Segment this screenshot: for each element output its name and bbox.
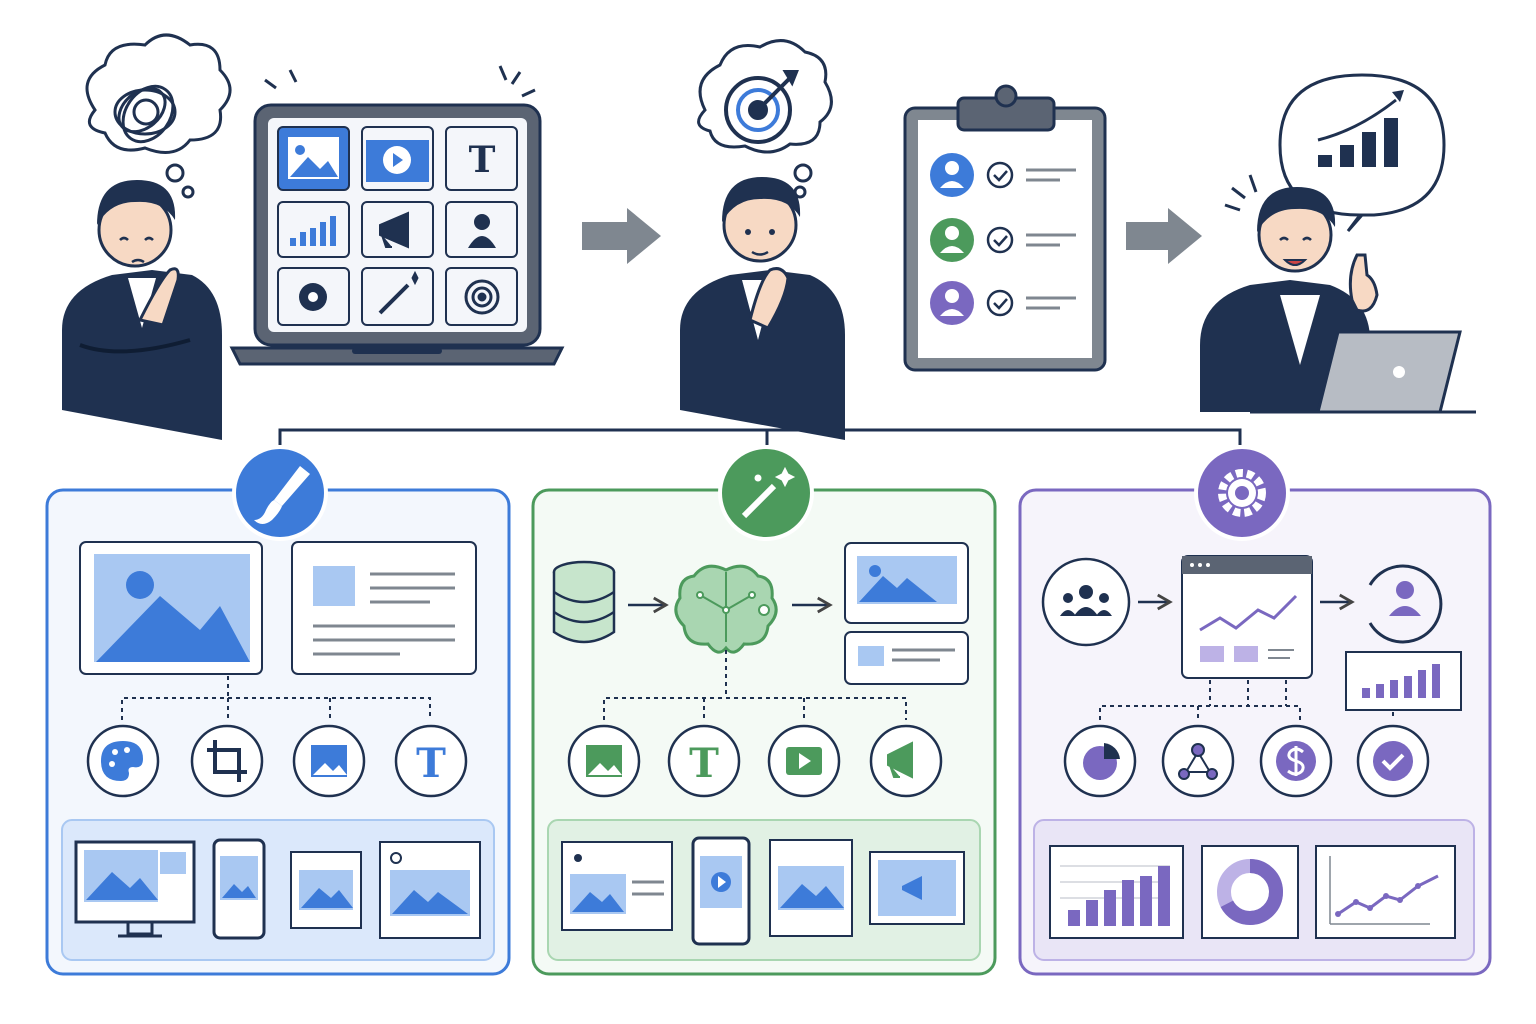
flow-arrow-2	[1126, 208, 1202, 264]
target-icon	[724, 70, 799, 144]
design-panel: T	[45, 445, 511, 976]
analytics-panel	[1018, 445, 1492, 976]
tangled-thought-icon	[113, 84, 177, 144]
network-tool[interactable]	[1161, 724, 1235, 798]
thought-bubble-target	[697, 39, 833, 199]
happy-person	[1200, 174, 1476, 414]
dashed-branch	[121, 676, 431, 720]
text-tool[interactable]: T	[394, 724, 468, 798]
phone-mockup	[691, 836, 751, 946]
megaphone-tool[interactable]	[869, 724, 943, 798]
magic-wand-icon	[741, 466, 796, 519]
attention-marks	[264, 65, 536, 98]
magic-wand-icon	[378, 270, 419, 315]
image-icon	[311, 745, 347, 777]
retention-icon	[1368, 564, 1443, 644]
paintbrush-icon	[254, 466, 310, 524]
thinking-person	[680, 177, 845, 440]
checklist-row	[930, 281, 1076, 325]
text-icon: T	[416, 740, 446, 787]
generated-card	[844, 631, 969, 685]
image-tool[interactable]	[292, 724, 366, 798]
palette-tool[interactable]	[86, 724, 160, 798]
network-icon	[1178, 743, 1218, 780]
audience-icon	[1041, 557, 1131, 647]
gear-icon	[1218, 469, 1266, 517]
confused-person	[62, 180, 222, 440]
pie-chart-tool[interactable]	[1063, 724, 1137, 798]
approve-tool[interactable]	[1356, 724, 1430, 798]
growth-chart-icon	[1317, 90, 1404, 167]
target-icon	[464, 279, 500, 315]
check-icon	[986, 161, 1014, 189]
bar-chart-report	[1049, 845, 1184, 939]
text-tool[interactable]: T	[667, 724, 741, 798]
image-icon	[288, 137, 339, 179]
post-mockup	[290, 851, 362, 929]
check-icon	[1373, 741, 1413, 781]
megaphone-icon	[887, 741, 913, 779]
checklist-row	[930, 218, 1076, 262]
text-icon: T	[689, 740, 719, 787]
ai-panel: T	[531, 445, 997, 976]
database-icon	[552, 560, 616, 644]
tool-grid: T	[277, 126, 518, 326]
donut-chart-report	[1201, 845, 1299, 939]
dollar-tool[interactable]	[1259, 724, 1333, 798]
video-icon	[366, 140, 429, 182]
growth-bars	[1345, 651, 1462, 711]
speech-bubble-growth	[1278, 73, 1446, 232]
flow-arrow-1	[582, 208, 661, 264]
bar-chart-icon	[290, 216, 336, 246]
palette-icon	[101, 741, 143, 781]
social-mockup	[379, 841, 481, 939]
image-tool[interactable]	[567, 724, 641, 798]
generated-banner	[844, 542, 969, 624]
image-icon	[586, 745, 622, 777]
tool-laptop: T	[229, 65, 565, 366]
panel-connector	[278, 428, 1242, 445]
check-icon	[986, 226, 1014, 254]
video-tool[interactable]	[767, 724, 841, 798]
dashed-branch	[1099, 680, 1394, 720]
dashed-branch	[603, 650, 907, 720]
thought-bubble-confused	[85, 33, 232, 199]
line-chart-report	[1315, 845, 1456, 939]
dashboard-window	[1181, 555, 1313, 679]
gear-icon	[299, 283, 327, 311]
megaphone-icon	[379, 211, 409, 249]
desktop-mockup	[74, 840, 196, 938]
laptop-icon	[1316, 330, 1462, 414]
phone-mockup	[212, 838, 266, 940]
crop-tool[interactable]	[190, 724, 264, 798]
text-card	[313, 566, 455, 656]
social-mockup	[769, 839, 853, 937]
text-icon: T	[469, 139, 496, 181]
ai-brain-icon	[674, 564, 778, 654]
pie-chart-icon	[1083, 743, 1120, 780]
crop-icon	[207, 740, 247, 782]
user-icon	[468, 214, 496, 248]
checklist-row	[930, 153, 1076, 197]
check-icon	[986, 289, 1014, 317]
image-card	[94, 554, 250, 662]
video-icon	[786, 747, 822, 775]
checklist-clipboard	[903, 84, 1107, 372]
post-mockup	[561, 841, 673, 931]
ad-banner-mockup	[869, 851, 965, 925]
